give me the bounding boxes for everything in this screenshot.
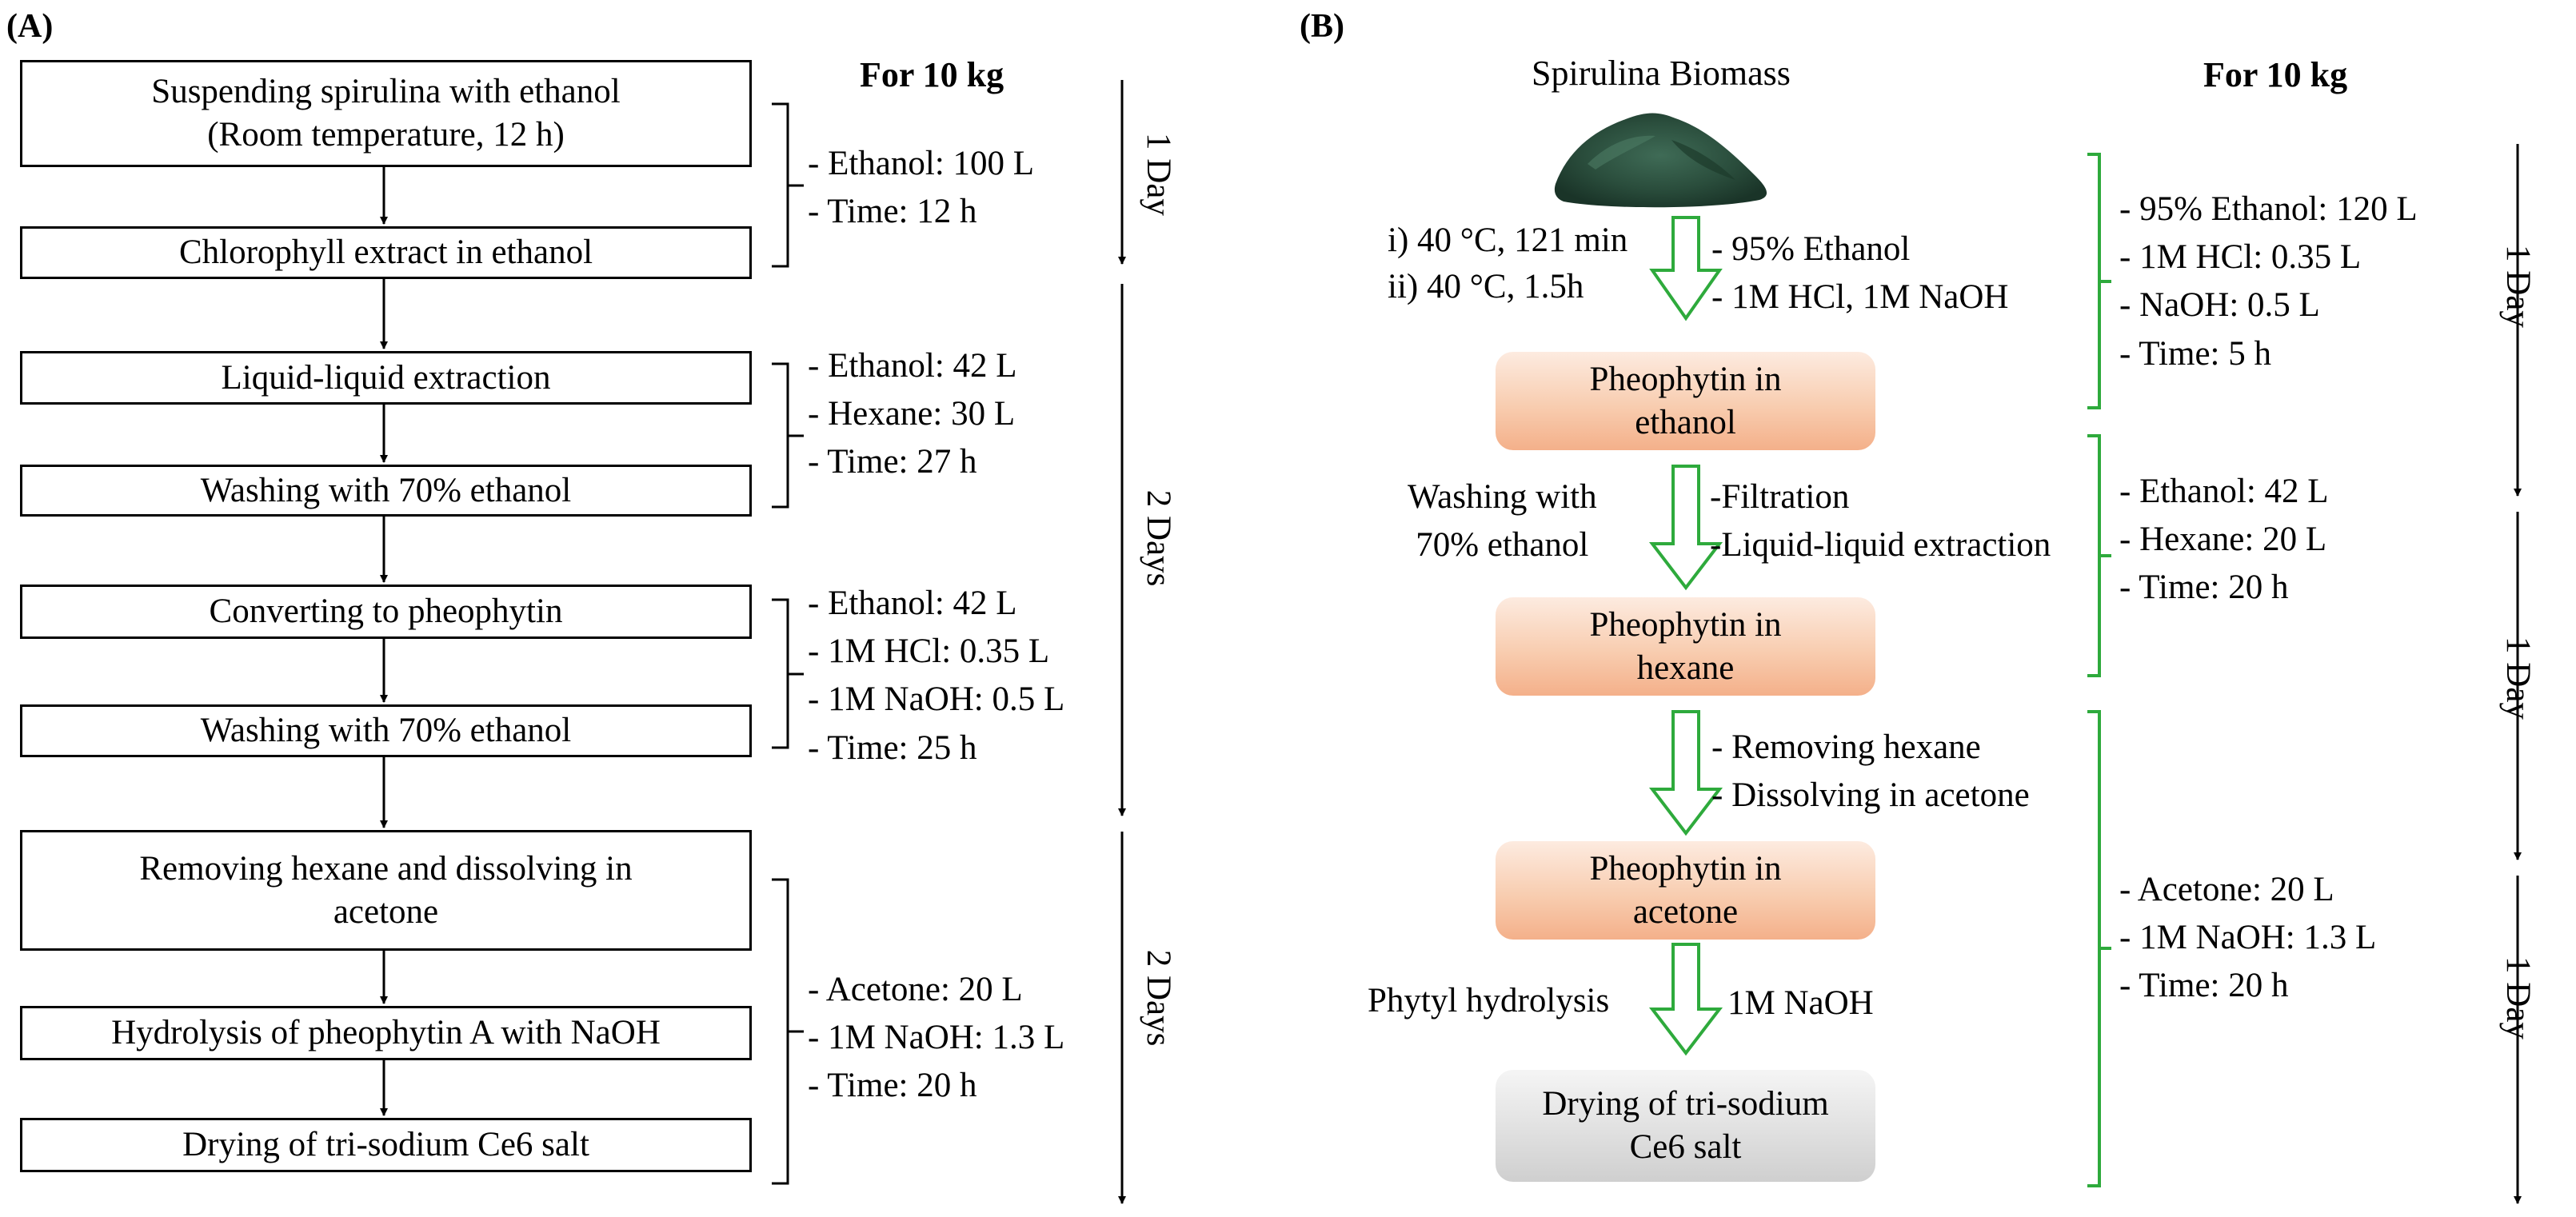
panelB-right-note-3: - Removing hexane- Dissolving in acetone	[1711, 728, 2030, 815]
panelA-duration-2: 2 Days	[1140, 489, 1177, 587]
panelA-brackets	[772, 102, 804, 1185]
panelA-duration-1: 1 Day	[1140, 133, 1177, 216]
panelA-conditions-4: - Acetone: 20 L- 1M NaOH: 1.3 L- Time: 2…	[808, 971, 1065, 1105]
panelA-step-converting: Converting to pheophytin	[20, 585, 752, 639]
panelA-step-hydrolysis: Hydrolysis of pheophytin A with NaOH	[20, 1006, 752, 1060]
panelB-process-arrows	[1648, 216, 1723, 1056]
panelA-conditions-2: - Ethanol: 42 L- Hexane: 30 L- Time: 27 …	[808, 347, 1017, 481]
panelB-duration-3: 1 Day	[2499, 956, 2537, 1039]
panelB-right-note-1: - 95% Ethanol- 1M HCl, 1M NaOH	[1711, 230, 2009, 317]
panelB-left-note-4: Phytyl hydrolysis	[1368, 982, 1610, 1019]
panelB-duration-1: 1 Day	[2499, 245, 2537, 328]
panelB-right-note-4: 1M NaOH	[1727, 984, 1874, 1022]
panelB-conditions-1: - 95% Ethanol: 120 L- 1M HCl: 0.35 L- Na…	[2119, 190, 2418, 373]
panelB-label: (B)	[1300, 8, 1344, 45]
panelB-conditions-2: - Ethanol: 42 L- Hexane: 20 L- Time: 20 …	[2119, 473, 2329, 607]
panelB-conditions-3: - Acetone: 20 L- 1M NaOH: 1.3 L- Time: 2…	[2119, 871, 2377, 1005]
spirulina-powder-image	[1554, 113, 1767, 208]
panelB-right-note-2: -Filtration-Liquid-liquid extraction	[1710, 478, 2051, 565]
panelA-step-washing-2: Washing with 70% ethanol	[20, 704, 752, 757]
panelA-step-drying: Drying of tri-sodium Ce6 salt	[20, 1118, 752, 1172]
panelA-duration-3: 2 Days	[1140, 949, 1177, 1047]
panelB-duration-2: 1 Day	[2499, 636, 2537, 720]
panelA-step-chlorophyll-extract: Chlorophyll extract in ethanol	[20, 226, 752, 279]
panelA-header: For 10 kg	[860, 55, 1004, 94]
panelA-step-suspending: Suspending spirulina with ethanol(Room t…	[20, 60, 752, 167]
panelA-conditions-1: - Ethanol: 100 L- Time: 12 h	[808, 145, 1035, 231]
panelA-conditions-3: - Ethanol: 42 L- 1M HCl: 0.35 L- 1M NaOH…	[808, 585, 1065, 767]
panelA-label: (A)	[6, 8, 54, 45]
panelB-header: For 10 kg	[2203, 55, 2348, 94]
panelB-biomass-label: Spirulina Biomass	[1532, 54, 1791, 93]
panelA-step-washing-1: Washing with 70% ethanol	[20, 465, 752, 517]
panelB-brackets	[2087, 153, 2111, 1187]
panelA-step-liquid-extraction: Liquid-liquid extraction	[20, 351, 752, 405]
